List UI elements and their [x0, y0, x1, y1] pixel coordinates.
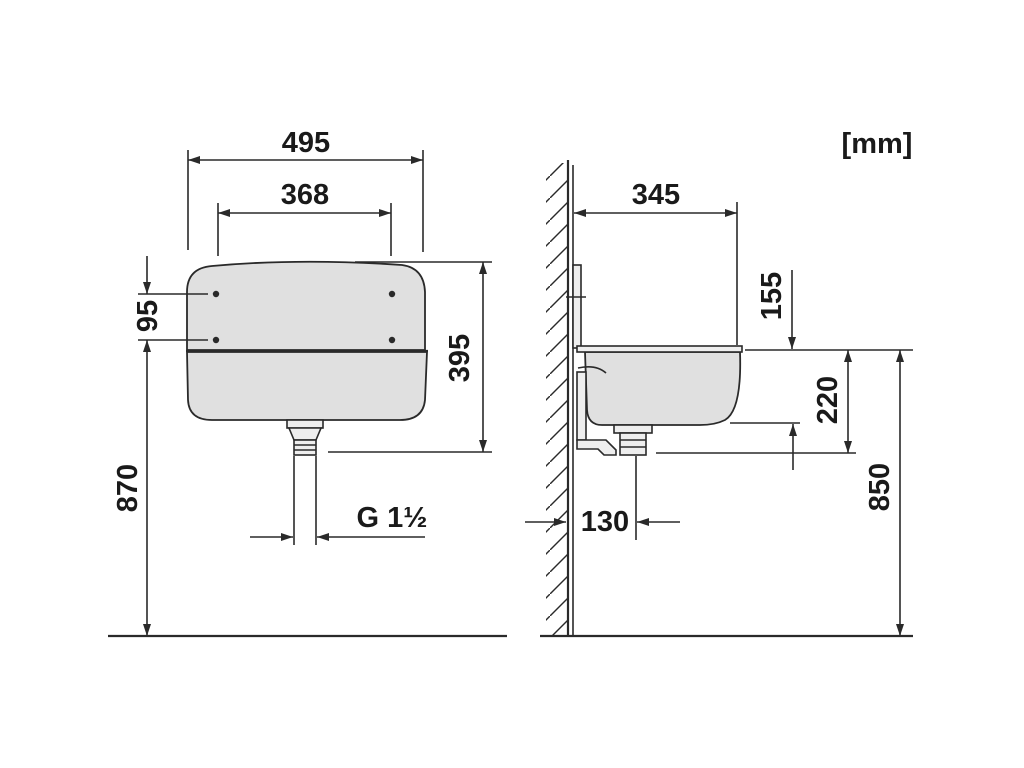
dim-label-95: 95 [132, 300, 164, 332]
dim-label-870: 870 [112, 464, 144, 512]
dim-label-345: 345 [632, 179, 680, 211]
side-trap-pipe [576, 366, 617, 456]
front-basin-back-panel [186, 260, 426, 351]
wall-hatching [546, 163, 568, 636]
fixing-hole-top-left [212, 290, 220, 298]
side-view: [mm] 345 155 [525, 128, 913, 638]
fixing-hole-top-right [388, 290, 396, 298]
dim-label-495: 495 [282, 127, 330, 159]
units-label: [mm] [842, 128, 913, 160]
fixing-hole-bottom-right [388, 336, 396, 344]
dim-label-130: 130 [581, 506, 629, 538]
dim-label-368: 368 [281, 179, 329, 211]
fixing-hole-bottom-left [212, 336, 220, 344]
front-drain-fitting [286, 419, 324, 456]
side-basin-rim [576, 345, 743, 353]
drain-thread-label: G 1½ [357, 502, 428, 534]
dim-label-850: 850 [864, 463, 896, 511]
front-view: 495 368 95 395 870 G 1½ [108, 127, 507, 638]
dim-label-220: 220 [812, 376, 844, 424]
front-basin-bowl [186, 351, 428, 421]
dim-label-395: 395 [444, 334, 476, 382]
dim-label-155: 155 [756, 272, 788, 320]
side-basin-bowl [584, 351, 742, 426]
side-drain-fitting [613, 424, 653, 456]
wall-bracket [572, 264, 582, 349]
